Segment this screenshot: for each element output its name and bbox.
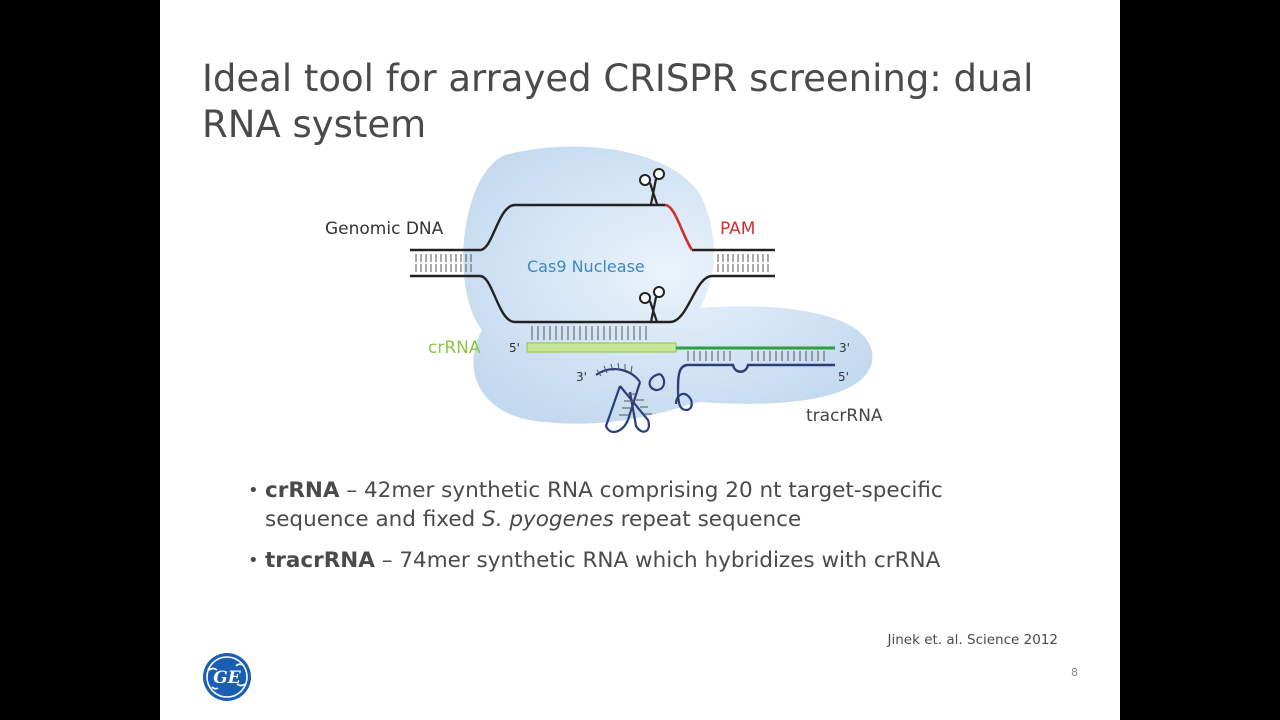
label-pam: PAM <box>720 219 755 239</box>
slide-title-line-2: RNA system <box>202 103 427 146</box>
slide-title-line-1: Ideal tool for arrayed CRISPR screening:… <box>202 57 1034 100</box>
label-crrna: crRNA <box>428 338 481 358</box>
label-cas9-nuclease: Cas9 Nuclease <box>527 257 645 276</box>
genomic-dna-duplex <box>410 203 775 324</box>
label-tracrrna: tracrRNA <box>806 406 883 426</box>
bullet-crrna: • crRNA – 42mer synthetic RNA comprising… <box>248 476 1028 534</box>
page-number: 8 <box>1071 666 1078 679</box>
species-name: S. pyogenes <box>482 507 614 532</box>
ge-logo-text: GE <box>213 668 242 688</box>
bullet-text-line-2: sequence and fixed <box>265 507 483 532</box>
label-crrna-5-prime: 5' <box>509 341 520 355</box>
crrna-bar <box>526 342 677 353</box>
slide-title: Ideal tool for arrayed CRISPR screening:… <box>202 56 1082 148</box>
bullet-list: • crRNA – 42mer synthetic RNA comprising… <box>248 476 1028 575</box>
dna-base-pairs <box>415 254 769 340</box>
scissors-icon-top <box>639 168 665 205</box>
bullet-marker: • <box>248 480 259 501</box>
pam-segment <box>664 203 694 251</box>
bullet-text: 42mer synthetic RNA comprising 20 nt tar… <box>363 478 943 503</box>
label-crrna-3-prime: 3' <box>839 341 850 355</box>
ge-logo: GE <box>203 653 251 701</box>
bullet-tracrrna: • tracrRNA – 74mer synthetic RNA which h… <box>248 546 1028 575</box>
tracrrna-strand <box>676 363 835 391</box>
label-tracrrna-5-prime: 5' <box>838 370 849 384</box>
bullet-text: 74mer synthetic RNA which hybridizes wit… <box>399 548 941 573</box>
bullet-separator: – <box>339 478 364 503</box>
scissors-icon-bottom <box>639 286 665 323</box>
cas9-blob <box>463 146 873 424</box>
bullet-text-line-2-end: repeat sequence <box>613 507 802 532</box>
crispr-diagram: Genomic DNA PAM Cas9 Nuclease crRNA 5' 3… <box>325 146 883 434</box>
slide: Ideal tool for arrayed CRISPR screening:… <box>160 0 1120 720</box>
label-tracrrna-3-prime: 3' <box>576 370 587 384</box>
bullet-separator: – <box>374 548 400 573</box>
bullet-term: tracrRNA <box>265 548 375 573</box>
citation: Jinek et. al. Science 2012 <box>887 632 1058 648</box>
bullet-term: crRNA <box>265 478 340 503</box>
bullet-marker: • <box>248 550 259 571</box>
hairpin-base-pairs <box>596 362 652 416</box>
tracrrna-hairpins <box>595 368 693 434</box>
repeat-base-pairs <box>687 351 825 361</box>
label-genomic-dna: Genomic DNA <box>325 219 444 239</box>
